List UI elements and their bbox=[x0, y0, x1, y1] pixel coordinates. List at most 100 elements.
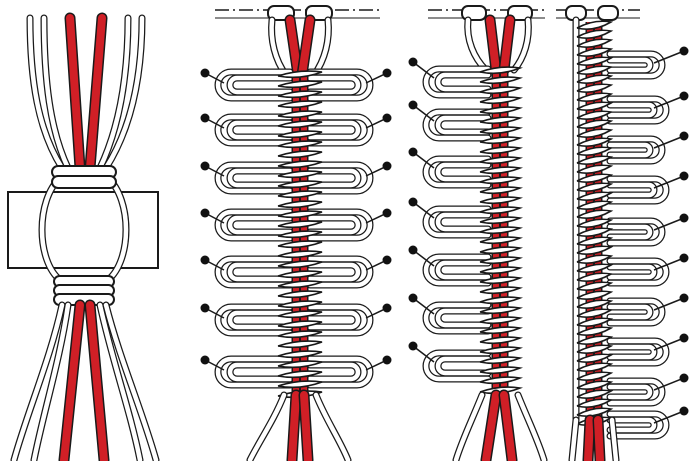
sinnet-wrap bbox=[278, 81, 322, 87]
sinnet-wrap bbox=[577, 48, 611, 56]
pin bbox=[409, 101, 435, 122]
sinnet-wrap bbox=[577, 300, 611, 308]
pin bbox=[409, 198, 435, 219]
pin-head bbox=[383, 69, 392, 78]
pin-head bbox=[201, 162, 210, 171]
picot-loop-inner bbox=[610, 307, 650, 317]
sinnet-wrap bbox=[480, 297, 520, 303]
panel-picot-loops-flat-sinnet bbox=[201, 6, 392, 460]
pin bbox=[409, 294, 435, 315]
sinnet-wrap bbox=[577, 84, 611, 92]
pin-head bbox=[409, 101, 418, 110]
pin-head bbox=[201, 256, 210, 265]
pin-head bbox=[383, 114, 392, 123]
picot-loop-inner bbox=[230, 171, 290, 185]
sinnet-wrap bbox=[577, 282, 611, 290]
sinnet-wrap bbox=[480, 367, 520, 373]
sinnet-wrap bbox=[577, 174, 611, 182]
picot-loop-inner bbox=[438, 263, 488, 277]
sinnet-wrap bbox=[278, 241, 322, 247]
picot-loops bbox=[426, 69, 488, 379]
picot-loop-inner bbox=[610, 347, 654, 357]
sinnet-wrap bbox=[577, 147, 611, 155]
square-knot-bottom bbox=[54, 276, 114, 305]
pin-head bbox=[680, 47, 689, 56]
picot-loop-inner bbox=[610, 105, 654, 115]
sinnet-wrap bbox=[577, 39, 611, 47]
sinnet-wrap bbox=[577, 309, 611, 317]
pin-head bbox=[383, 256, 392, 265]
sinnet-wrap bbox=[577, 138, 611, 146]
sinnet-wrap bbox=[577, 318, 611, 326]
pin-head bbox=[383, 162, 392, 171]
sinnet-wrap bbox=[577, 111, 611, 119]
pin-head bbox=[409, 198, 418, 207]
sinnet-wrap bbox=[577, 57, 611, 65]
sinnet-wrap bbox=[577, 246, 611, 254]
sinnet-wrap bbox=[480, 127, 520, 133]
sinnet-wrap bbox=[577, 120, 611, 128]
sinnet-wrap bbox=[577, 363, 611, 371]
pin-head bbox=[409, 148, 418, 157]
pin-head bbox=[201, 304, 210, 313]
pin-head bbox=[409, 58, 418, 67]
sinnet-wrap bbox=[577, 192, 611, 200]
sinnet-wrap bbox=[278, 291, 322, 297]
sinnet-wrap bbox=[577, 93, 611, 101]
pin-head bbox=[201, 114, 210, 123]
pin-head bbox=[680, 214, 689, 223]
panel-square-knot-over-card bbox=[8, 18, 158, 460]
pin-head bbox=[680, 132, 689, 141]
sinnet-wrap bbox=[480, 107, 520, 113]
sinnet-wrap bbox=[480, 247, 520, 253]
cords-bottom bbox=[14, 305, 156, 460]
sinnet-wrap bbox=[577, 129, 611, 137]
pin-head bbox=[409, 246, 418, 255]
sinnet-core bbox=[577, 21, 611, 425]
sinnet-wrap bbox=[577, 165, 611, 173]
pin-head bbox=[409, 294, 418, 303]
sinnet-wrap bbox=[577, 381, 611, 389]
sinnet-wrap bbox=[480, 337, 520, 343]
pin-head bbox=[680, 334, 689, 343]
picot-loop-inner bbox=[438, 118, 488, 132]
sinnet-wrap bbox=[278, 341, 322, 347]
pin-head bbox=[680, 407, 689, 416]
pin-head bbox=[680, 294, 689, 303]
pin-head bbox=[383, 356, 392, 365]
sinnet-wrap bbox=[577, 336, 611, 344]
picot-loop-inner bbox=[310, 78, 358, 92]
pin-head bbox=[383, 209, 392, 218]
sinnet-wrap bbox=[480, 287, 520, 293]
sinnet-wrap bbox=[577, 30, 611, 38]
pin-head bbox=[680, 254, 689, 263]
picot-loop-inner bbox=[610, 185, 654, 195]
sinnet-wrap bbox=[577, 201, 611, 209]
sinnet-wrap bbox=[278, 221, 322, 227]
sinnet-wrap bbox=[577, 327, 611, 335]
sinnet-wrap bbox=[577, 390, 611, 398]
filler-cords-top bbox=[70, 18, 102, 168]
sinnet-wrap bbox=[577, 237, 611, 245]
pin-head bbox=[680, 92, 689, 101]
sinnet-wrap bbox=[577, 66, 611, 74]
picot-loop-inner bbox=[610, 420, 654, 430]
picot-loop-inner bbox=[610, 60, 650, 70]
pin bbox=[409, 58, 435, 79]
sinnet-wrap bbox=[480, 317, 520, 323]
sinnet-wrap bbox=[577, 399, 611, 407]
pin bbox=[409, 148, 435, 169]
sinnet-wrap bbox=[577, 210, 611, 218]
sinnet-wrap bbox=[278, 201, 322, 207]
pin-head bbox=[201, 209, 210, 218]
pin-head bbox=[201, 356, 210, 365]
picot-loop-inner bbox=[610, 145, 650, 155]
sinnet-wrap bbox=[577, 264, 611, 272]
panel-picot-loops-one-sided bbox=[409, 6, 546, 460]
sinnet-wrap bbox=[577, 291, 611, 299]
outer-cords-top bbox=[30, 18, 142, 168]
sinnet-wrap bbox=[577, 255, 611, 263]
sinnet-wrap bbox=[480, 267, 520, 273]
sinnet-wrap bbox=[278, 151, 322, 157]
sinnet-wrap bbox=[577, 102, 611, 110]
